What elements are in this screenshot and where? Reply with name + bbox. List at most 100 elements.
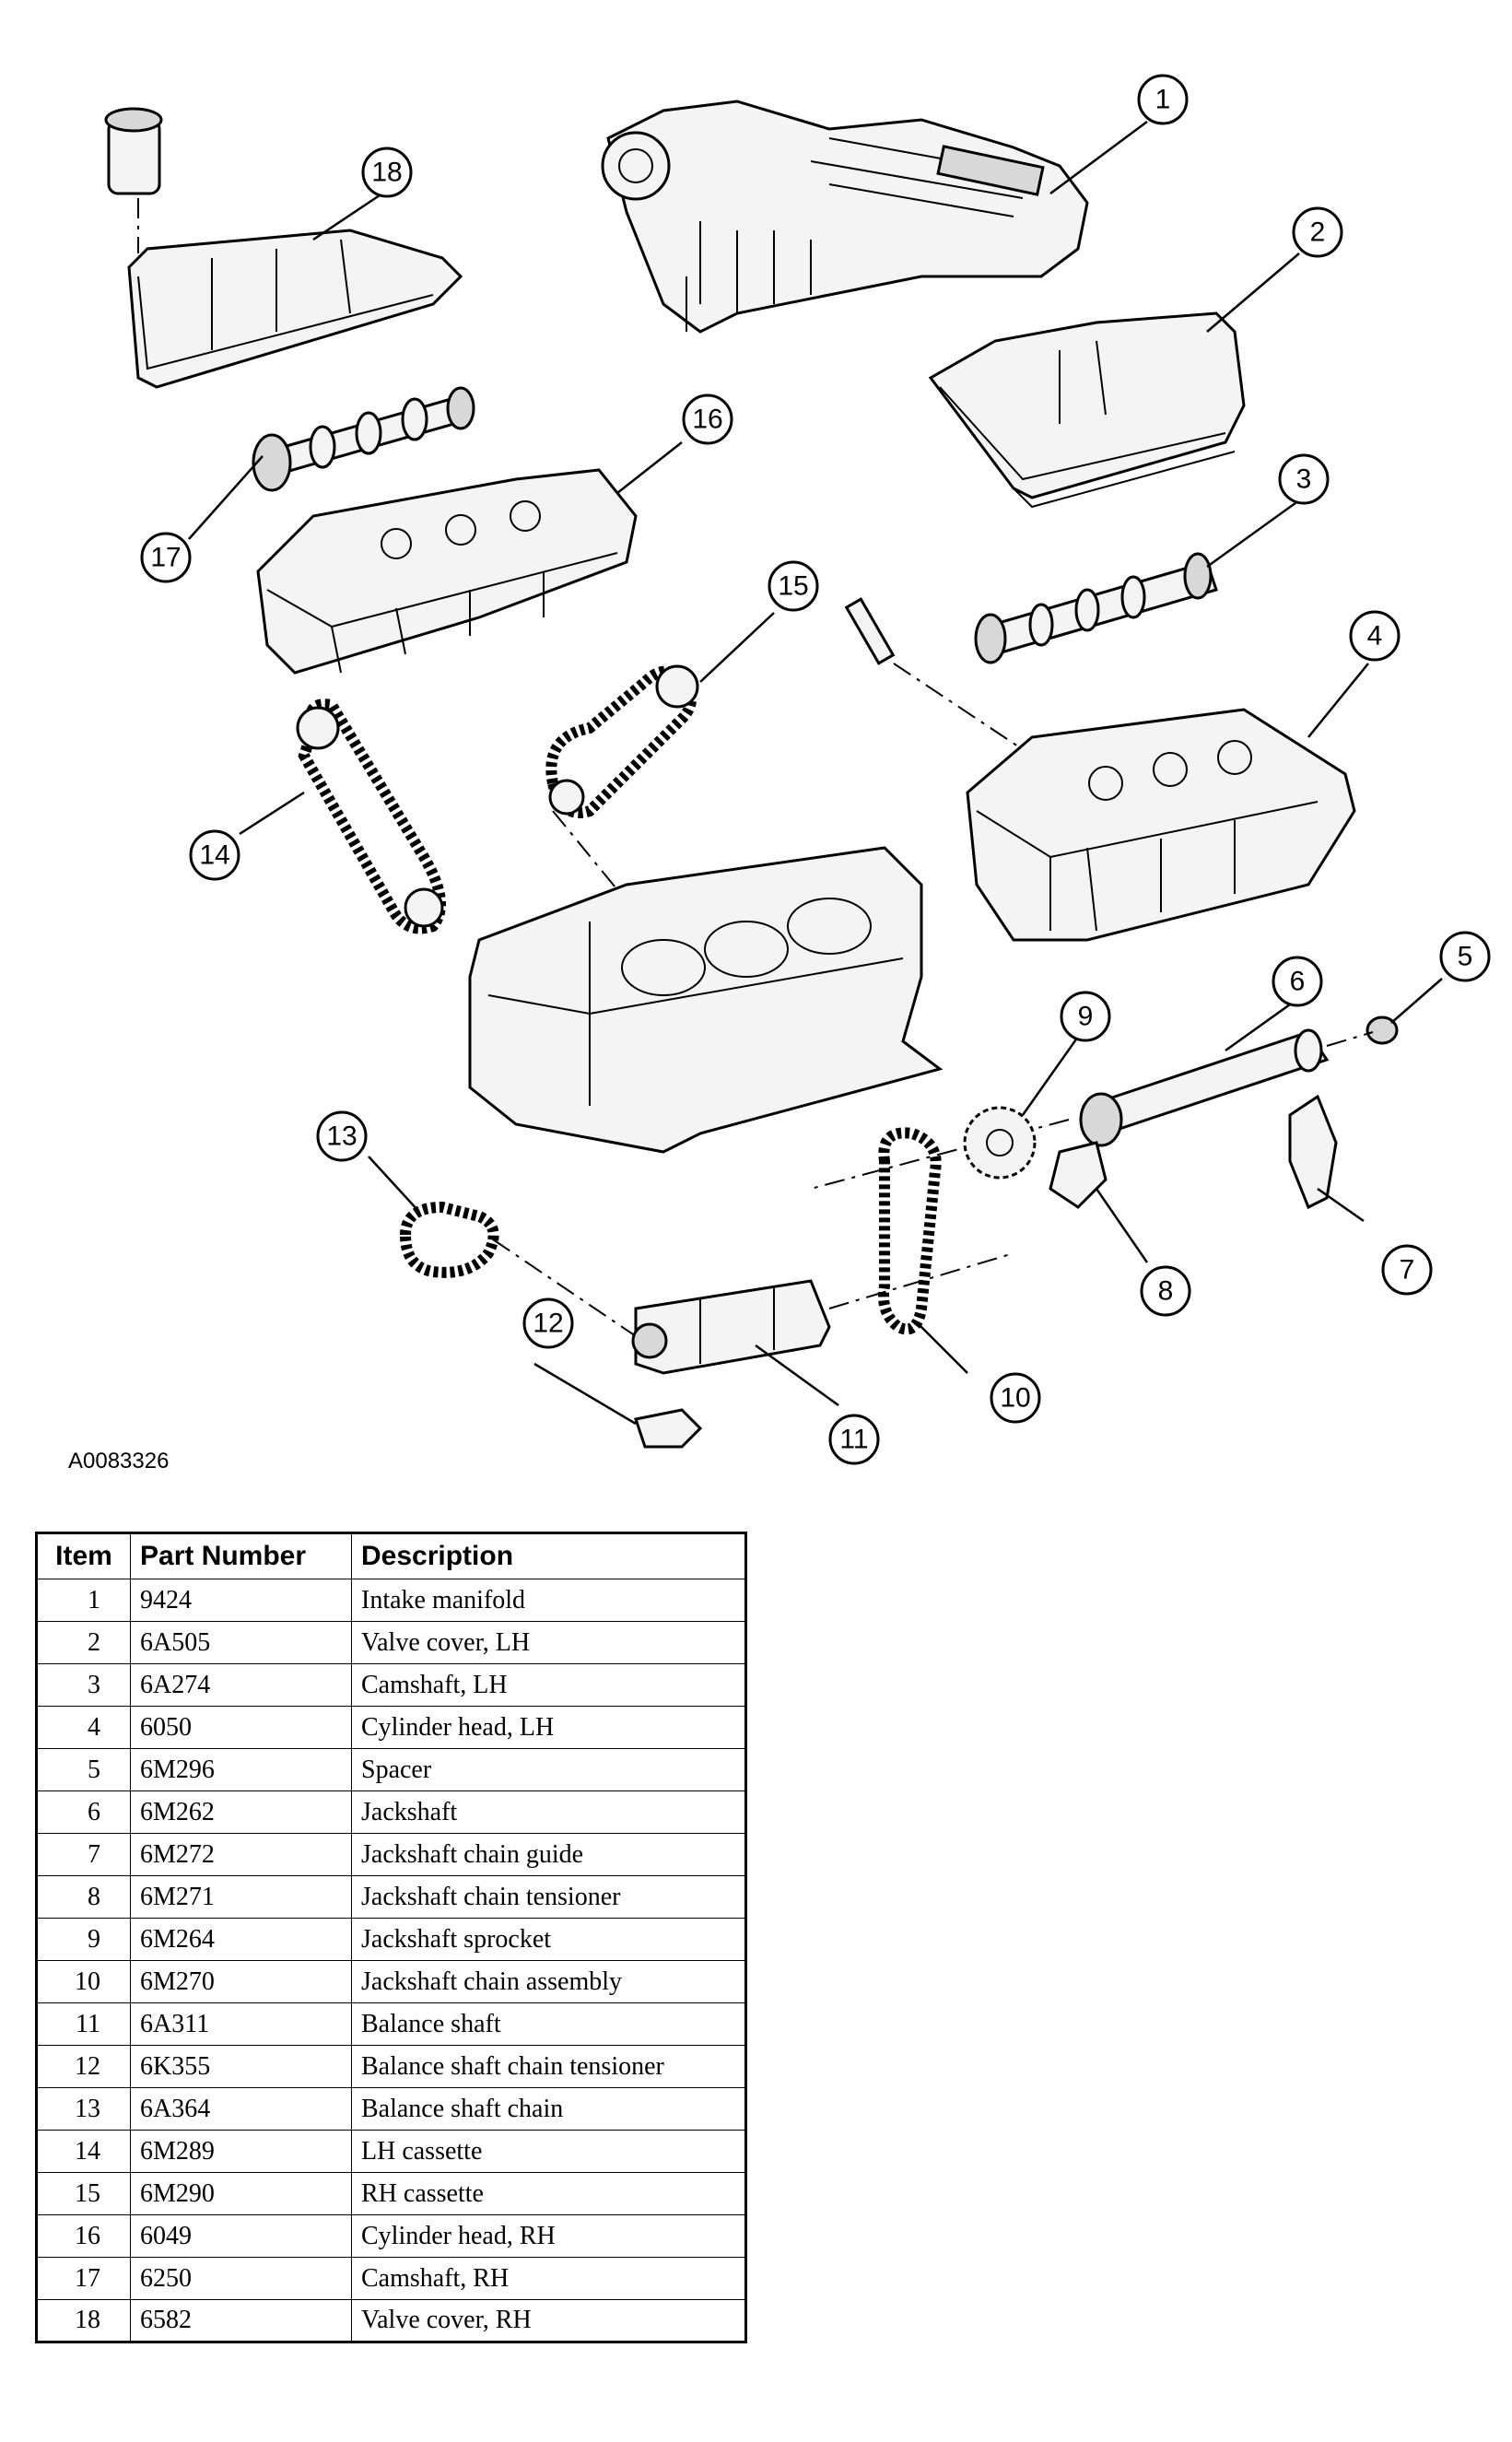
description-cell: Cylinder head, RH <box>351 2214 746 2258</box>
balance-shaft-chain-illustration <box>399 1201 637 1337</box>
callout-12: 12 <box>522 1297 574 1349</box>
svg-text:6: 6 <box>1290 967 1306 997</box>
item-cell: 14 <box>36 2130 131 2173</box>
svg-text:16: 16 <box>692 405 722 435</box>
svg-text:12: 12 <box>533 1309 563 1339</box>
jackshaft-group-illustration <box>810 1016 1399 1210</box>
svg-text:5: 5 <box>1458 942 1473 972</box>
description-cell: Jackshaft chain guide <box>351 1833 746 1876</box>
callout-11: 11 <box>828 1414 880 1465</box>
description-cell: Balance shaft chain <box>351 2087 746 2131</box>
part-number-cell: 6A311 <box>130 2002 352 2046</box>
header-part-number: Part Number <box>130 1532 352 1579</box>
part-number-cell: 6M264 <box>130 1918 352 1961</box>
figure-id-label: A0083326 <box>68 1449 170 1473</box>
svg-text:10: 10 <box>1000 1383 1030 1414</box>
description-cell: Camshaft, LH <box>351 1663 746 1707</box>
svg-text:9: 9 <box>1078 1002 1094 1032</box>
exploded-engine-diagram: 1 2 3 4 5 6 7 8 9 10 11 12 13 14 15 16 1… <box>104 74 1491 1465</box>
callout-14: 14 <box>189 829 240 881</box>
callout-17: 17 <box>140 532 192 583</box>
cylinder-head-lh-illustration <box>966 708 1356 942</box>
description-cell: Balance shaft <box>351 2002 746 2046</box>
part-number-cell: 6M290 <box>130 2172 352 2215</box>
balance-shaft-illustration <box>631 1252 1014 1375</box>
camshaft-rh-illustration <box>252 386 475 492</box>
balance-shaft-chain-tensioner-illustration <box>634 1408 703 1449</box>
item-cell: 10 <box>36 1960 131 2003</box>
description-cell: Jackshaft chain assembly <box>351 1960 746 2003</box>
valve-cover-lh-illustration <box>928 311 1246 509</box>
cylinder-head-rh-illustration <box>256 468 638 675</box>
part-number-cell: 6M271 <box>130 1875 352 1919</box>
intake-manifold-illustration <box>601 100 1089 334</box>
description-cell: Camshaft, RH <box>351 2257 746 2300</box>
callout-6: 6 <box>1272 956 1323 1007</box>
description-cell: Balance shaft chain tensioner <box>351 2045 746 2088</box>
description-cell: Jackshaft <box>351 1790 746 1834</box>
callout-8: 8 <box>1140 1265 1191 1317</box>
item-cell: 11 <box>36 2002 131 2046</box>
part-number-cell: 6582 <box>130 2299 352 2342</box>
leader-lines <box>188 120 1443 1426</box>
svg-text:8: 8 <box>1158 1276 1174 1307</box>
item-cell: 16 <box>36 2214 131 2258</box>
description-cell: Spacer <box>351 1748 746 1791</box>
svg-text:15: 15 <box>778 571 808 602</box>
item-cell: 18 <box>36 2299 131 2342</box>
callout-15: 15 <box>768 560 819 612</box>
table-header-row: Item Part Number Description <box>36 1532 746 1579</box>
svg-text:2: 2 <box>1310 217 1326 248</box>
item-cell: 8 <box>36 1875 131 1919</box>
spark-plug-illustration <box>844 597 1033 757</box>
svg-text:1: 1 <box>1155 85 1171 115</box>
part-number-cell: 6M272 <box>130 1833 352 1876</box>
item-cell: 2 <box>36 1621 131 1664</box>
item-cell: 3 <box>36 1663 131 1707</box>
description-cell: Intake manifold <box>351 1579 746 1622</box>
svg-text:17: 17 <box>150 543 181 573</box>
description-cell: LH cassette <box>351 2130 746 2173</box>
callout-1: 1 <box>1137 74 1189 125</box>
part-number-cell: 6A505 <box>130 1621 352 1664</box>
description-cell: Valve cover, LH <box>351 1621 746 1664</box>
part-number-cell: 6A364 <box>130 2087 352 2131</box>
svg-text:4: 4 <box>1367 621 1383 652</box>
callout-18: 18 <box>361 147 413 198</box>
svg-text:14: 14 <box>199 840 229 871</box>
item-cell: 13 <box>36 2087 131 2131</box>
callout-4: 4 <box>1349 610 1401 662</box>
callout-5: 5 <box>1439 931 1491 982</box>
part-number-cell: 6M270 <box>130 1960 352 2003</box>
item-cell: 15 <box>36 2172 131 2215</box>
lh-cassette-illustration <box>296 699 446 934</box>
header-description: Description <box>351 1532 746 1579</box>
item-cell: 7 <box>36 1833 131 1876</box>
part-number-cell: 6K355 <box>130 2045 352 2088</box>
item-cell: 6 <box>36 1790 131 1834</box>
part-number-cell: 6M296 <box>130 1748 352 1791</box>
part-number-cell: 6M262 <box>130 1790 352 1834</box>
description-cell: Valve cover, RH <box>351 2299 746 2342</box>
svg-text:7: 7 <box>1400 1255 1415 1286</box>
part-number-cell: 9424 <box>130 1579 352 1622</box>
valve-cover-rh-illustration <box>104 107 463 389</box>
svg-text:3: 3 <box>1296 464 1312 495</box>
callout-3: 3 <box>1278 453 1330 505</box>
part-number-cell: 6049 <box>130 2214 352 2258</box>
